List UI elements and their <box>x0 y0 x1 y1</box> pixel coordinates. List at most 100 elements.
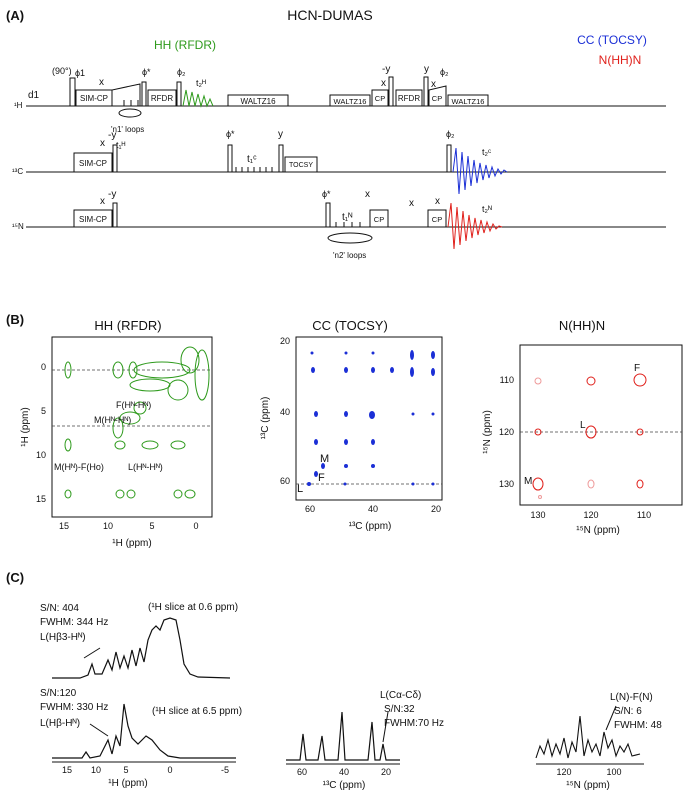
n1-loop-arrow <box>118 108 142 118</box>
panel-a: (A) HCN-DUMAS HH (RFDR) CC (TOCSY) N(HH)… <box>6 7 666 260</box>
channel-13c: ¹³C x -y SIM-CP ϕ* t₁ᶜ y TOCSY ϕ₂ t₂ᶜ <box>12 129 666 195</box>
plot-hh-ylabel: ¹H (ppm) <box>20 407 31 446</box>
waltz16-box-3 <box>447 94 489 107</box>
top-sn: S/N: 404 <box>40 603 79 614</box>
phi1-label: ϕ1 <box>75 68 85 78</box>
plot-hh-ann-m-hn-hn: M(Hᴺ-Hᴺ) <box>94 415 131 425</box>
cc-peak-16 <box>431 412 435 416</box>
sim-cp-13c <box>73 152 113 173</box>
rfdr-box-1-label: RFDR <box>151 94 173 103</box>
hh-peak-5 <box>180 346 200 374</box>
bottom-peak-label: L(Hβ-Hᴺ) <box>40 718 80 729</box>
plot-cc-xtick-20: 20 <box>431 504 441 514</box>
t2n-label: t₂ᴺ <box>482 204 492 214</box>
ramp-cp-1h-2 <box>428 85 447 107</box>
pulse-phi-star-13c <box>227 144 233 173</box>
plot-cc-title: CC (TOCSY) <box>312 318 388 333</box>
hh-peak-3 <box>128 361 138 379</box>
hh-peak-11 <box>119 411 141 425</box>
bottom-xtick-0: 0 <box>167 765 172 775</box>
spectrum-15n-1d: L(N)-F(N) S/N: 6 FWHM: 48 120 100 ¹⁵N (p… <box>535 692 662 790</box>
bottom-xtick-10: 10 <box>91 765 101 775</box>
plot-cc-ytick-60: 60 <box>280 476 290 486</box>
t1c-label: t₁ᶜ <box>247 154 257 165</box>
plot-hh-rfdr: HH (RFDR) <box>20 318 213 549</box>
pulse-phi-star-15n <box>325 202 331 228</box>
hh-peak-16 <box>64 489 72 499</box>
x-label-13c: x <box>100 138 105 149</box>
plot-hh-ann-f-hn-hn: F(Hᴺ-Hᴺ) <box>116 400 151 410</box>
cc-peak-23 <box>314 471 318 477</box>
hh-peak-18 <box>126 489 136 499</box>
carbon-xtick-40: 40 <box>339 767 349 777</box>
cc-peak-5 <box>431 351 435 359</box>
plot-hh-title: HH (RFDR) <box>94 318 161 333</box>
bottom-spectrum-trace <box>52 703 236 759</box>
plot-hh-ytick-5: 5 <box>41 406 46 416</box>
plot-hh-ytick-15: 15 <box>36 494 46 504</box>
hh-peak-12 <box>64 438 72 452</box>
cc-peak-3 <box>371 351 375 355</box>
d1-label: d1 <box>28 90 40 101</box>
carbon-xlabel: ¹³C (ppm) <box>323 780 366 790</box>
panel-b-label: (B) <box>6 312 24 327</box>
nhhn-peak-10 <box>538 495 542 499</box>
pulse-minus-y-13c <box>112 144 118 173</box>
cc-peak-27 <box>431 482 435 486</box>
plot-cc-xtick-60: 60 <box>305 504 315 514</box>
nhhn-peak-2 <box>586 376 596 386</box>
plot-hh-ann-l-hn-hn: L(Hᴺ-Hᴺ) <box>128 462 163 472</box>
cc-peak-13 <box>344 411 348 417</box>
n2-loop-arrow <box>327 232 373 244</box>
cc-peak-10 <box>410 367 414 377</box>
channel-13c-label: ¹³C <box>12 167 23 176</box>
nhhn-peak-3 <box>633 373 647 387</box>
hh-peak-14 <box>141 440 159 450</box>
plot-nhhn: N(HH)N F L M 130 120 110 110 120 <box>482 318 683 536</box>
minus-y-label-1h: -y <box>382 64 390 75</box>
hh-peak-8 <box>167 379 189 401</box>
cc-peak-14 <box>369 411 375 419</box>
bottom-peak-arrow <box>89 723 109 737</box>
plot-nhhn-ytick-110: 110 <box>500 375 514 385</box>
carbon-fwhm: FWHM:70 Hz <box>384 718 444 729</box>
plot-cc-ytick-20: 20 <box>280 336 290 346</box>
cc-peak-8 <box>371 367 375 373</box>
plot-cc-xlabel: ¹³C (ppm) <box>349 521 392 532</box>
phi2-1h-label-2: ϕ₂ <box>440 67 449 77</box>
cc-peak-17 <box>314 439 318 445</box>
pulse-phi2-1h <box>176 81 182 107</box>
cc-peak-11 <box>431 368 435 376</box>
panel-a-title: HCN-DUMAS <box>287 7 373 23</box>
plot-cc-ytick-40: 40 <box>280 407 290 417</box>
plot-cc-xtick-40: 40 <box>368 504 378 514</box>
rfdr-box-1 <box>147 89 177 107</box>
n1-loops-label: 'n1' loops <box>111 125 144 134</box>
nitrogen-spectrum-trace <box>535 715 641 759</box>
plot-nhhn-ann-f: F <box>634 363 640 374</box>
plot-cc-ann-l: L <box>297 483 303 495</box>
panel-c: (C) S/N: 404 FWHM: 344 Hz L(Hβ3-Hᴺ) (¹H … <box>6 570 662 790</box>
bottom-xlabel: ¹H (ppm) <box>108 778 147 789</box>
rfdr-box-2-label: RFDR <box>398 94 420 103</box>
x-label-1h-cp2: x <box>381 78 386 89</box>
phi2-13c-label: ϕ₂ <box>446 129 455 139</box>
channel-1h-label: ¹H <box>14 101 23 110</box>
plot-nhhn-xtick-130: 130 <box>530 510 545 520</box>
t2c-label: t₂ᶜ <box>482 147 491 157</box>
x-label-1h-cp3: x <box>431 79 436 90</box>
hh-peak-1 <box>64 361 72 379</box>
waltz16-box-1-label: WALTZ16 <box>240 97 276 106</box>
t2h-label: t₂ᴴ <box>196 78 206 88</box>
bottom-xtick-15: 15 <box>62 765 72 775</box>
cc-tocsy-label: CC (TOCSY) <box>577 33 647 47</box>
tocsy-box-label: TOCSY <box>289 162 313 169</box>
pulse-90-label: (90°) <box>52 66 72 76</box>
nhhn-label: N(HH)N <box>599 53 642 67</box>
waltz16-box-2-label: WALTZ16 <box>334 97 367 106</box>
plot-hh-ann-m-hn-f-ho: M(Hᴺ)-F(Ho) <box>54 462 104 472</box>
cc-peak-25 <box>343 482 347 486</box>
cc-peak-26 <box>411 482 415 486</box>
x-label-15n: x <box>100 196 105 207</box>
